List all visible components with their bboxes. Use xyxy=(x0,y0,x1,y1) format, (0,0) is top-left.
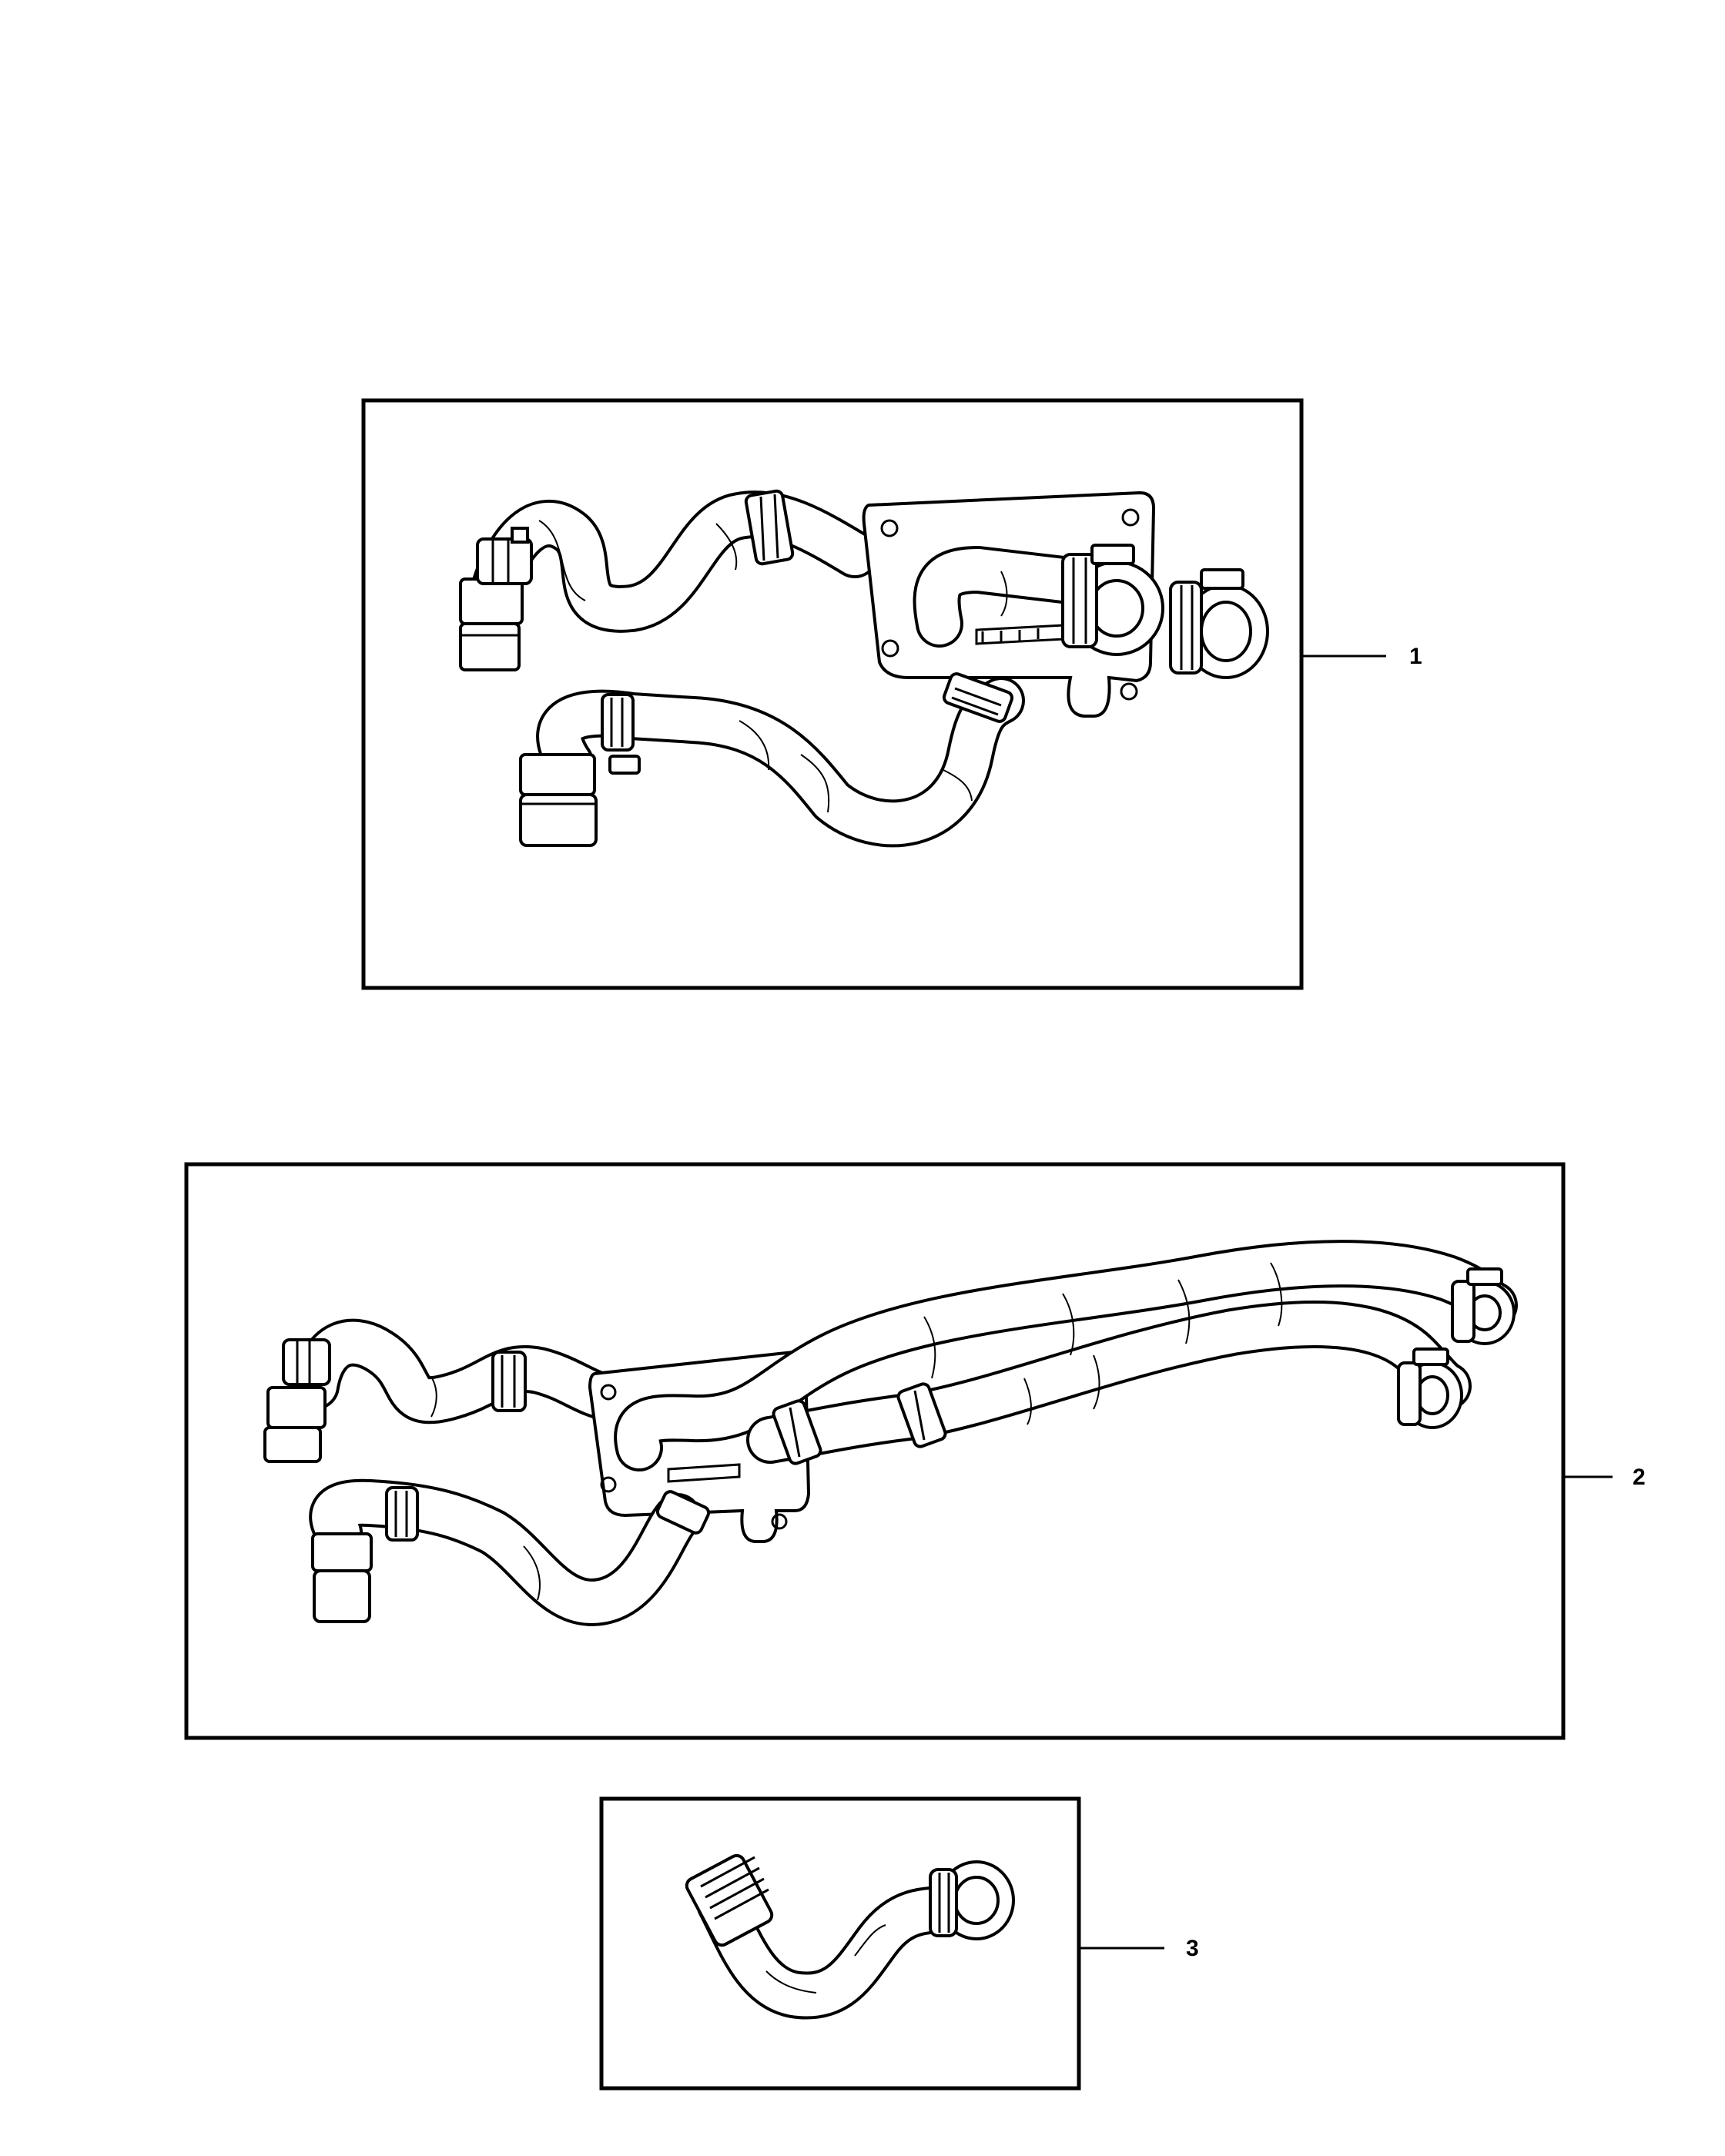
panel-3-frame xyxy=(599,1796,1081,2091)
port-large xyxy=(1061,544,1164,656)
p2-left-lower-fitting xyxy=(311,1486,419,1623)
port-small xyxy=(1169,568,1269,679)
p2-mid-clamp-2 xyxy=(896,1382,947,1448)
p2-lower-clamp xyxy=(655,1490,711,1535)
p2-port-lower-right xyxy=(1397,1348,1463,1429)
left-upper-fitting xyxy=(459,527,533,671)
callout-2-label: 2 xyxy=(1633,1465,1646,1490)
p3-right-port xyxy=(929,1860,1015,1940)
callout-3-label: 3 xyxy=(1186,1936,1199,1961)
mounting-bracket xyxy=(862,490,1156,718)
p3-left-connector xyxy=(685,1853,774,1947)
callout-1-label: 1 xyxy=(1409,644,1422,669)
p2-left-upper-fitting xyxy=(263,1338,331,1463)
p2-mid-clamp-1 xyxy=(772,1399,822,1465)
panel-2: 2 xyxy=(184,1162,1646,1740)
panel-2-frame xyxy=(184,1162,1566,1740)
upper-hose-clamp xyxy=(744,489,795,566)
panel-1-frame xyxy=(361,398,1304,990)
p2-upper-clamp xyxy=(491,1351,527,1412)
panel-1: 1 xyxy=(361,398,1422,990)
left-lower-fitting xyxy=(519,693,641,847)
lower-hose-clamp xyxy=(942,672,1014,723)
p2-port-upper-right xyxy=(1451,1267,1516,1345)
panel-3: 3 xyxy=(599,1796,1199,2091)
